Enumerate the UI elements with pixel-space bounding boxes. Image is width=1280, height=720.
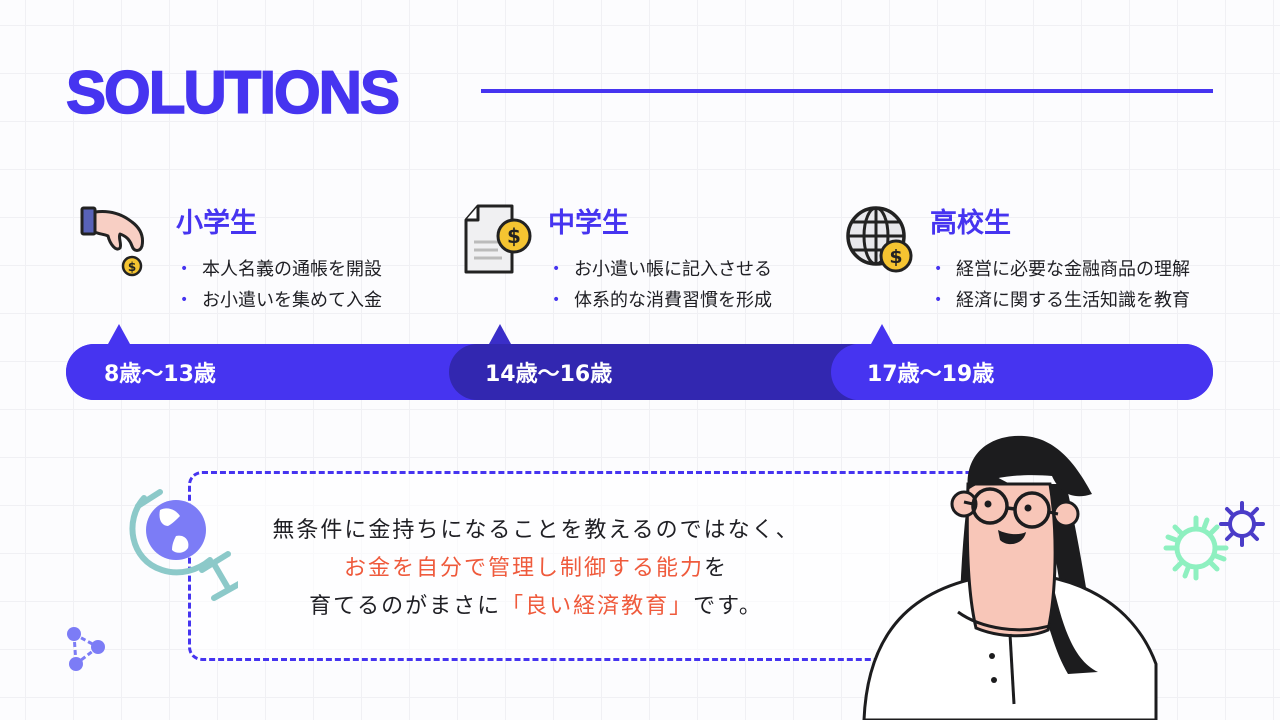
globe-with-coin-icon: $ [846, 206, 913, 273]
age-range-label: 14歳〜16歳 [485, 362, 613, 387]
timeline-pointer [489, 324, 511, 344]
quote-text: 無条件に金持ちになることを教えるのではなく、 お金を自分で管理し制御する能力を … [191, 512, 881, 626]
girl-with-glasses-illustration [862, 435, 1158, 720]
bullet-item: •お小遣いを集めて入金 [180, 285, 382, 316]
stage-title: 中学生 [548, 208, 629, 239]
svg-text:$: $ [128, 260, 136, 274]
stage-high-school: $ 高校生 •経営に必要な金融商品の理解 •経済に関する生活知識を教育 [844, 204, 1204, 314]
timeline-segment-junior-high: 14歳〜16歳 [449, 324, 879, 400]
stage-title: 高校生 [930, 208, 1011, 239]
age-range-label: 17歳〜19歳 [867, 362, 995, 387]
timeline-pointer [871, 324, 893, 344]
quote-highlight: 「良い経済教育」 [501, 594, 694, 619]
title-divider [481, 89, 1213, 93]
bullet-item: •本人名義の通帳を開設 [180, 254, 382, 285]
quote-line-1: 無条件に金持ちになることを教えるのではなく、 [272, 518, 800, 543]
hand-dropping-coin-icon: $ [80, 206, 144, 277]
gears-icon [1163, 501, 1265, 581]
timeline-segment-high-school: 17歳〜19歳 [831, 324, 1213, 400]
stage-title: 小学生 [176, 208, 257, 239]
bullet-dot: • [552, 292, 561, 308]
stage-elementary: $ 小学生 •本人名義の通帳を開設 •お小遣いを集めて入金 [80, 204, 440, 314]
bullet-item: •経済に関する生活知識を教育 [934, 285, 1190, 316]
stage-bullet-list: •お小遣い帳に記入させる •体系的な消費習慣を形成 [552, 254, 772, 316]
svg-text:$: $ [889, 246, 902, 268]
bullet-dot: • [552, 261, 561, 277]
age-range-label: 8歳〜13歳 [104, 362, 216, 387]
page-title: SOLUTIONS [65, 58, 401, 127]
stage-bullet-list: •経営に必要な金融商品の理解 •経済に関する生活知識を教育 [934, 254, 1190, 316]
age-timeline: 8歳〜13歳 14歳〜16歳 17歳〜19歳 [66, 324, 1213, 400]
quote-highlight: お金を自分で管理し制御する能力 [343, 556, 704, 581]
stage-bullet-list: •本人名義の通帳を開設 •お小遣いを集めて入金 [180, 254, 382, 316]
quote-box: 無条件に金持ちになることを教えるのではなく、 お金を自分で管理し制御する能力を … [188, 471, 988, 661]
desk-globe-icon [129, 489, 238, 601]
document-with-coin-icon: $ [464, 204, 532, 274]
bullet-dot: • [934, 261, 943, 277]
timeline-segment-elementary: 8歳〜13歳 [66, 324, 496, 400]
bullet-dot: • [180, 292, 189, 308]
bullet-item: •体系的な消費習慣を形成 [552, 285, 772, 316]
bullet-item: •お小遣い帳に記入させる [552, 254, 772, 285]
timeline-pointer [108, 324, 130, 344]
molecule-icon [67, 627, 105, 671]
bullet-dot: • [180, 261, 189, 277]
svg-text:$: $ [507, 224, 521, 248]
bullet-dot: • [934, 292, 943, 308]
quote-line-2: お金を自分で管理し制御する能力を [343, 556, 729, 581]
bullet-item: •経営に必要な金融商品の理解 [934, 254, 1190, 285]
stage-junior-high: $ 中学生 •お小遣い帳に記入させる •体系的な消費習慣を形成 [462, 204, 822, 314]
quote-line-3: 育てるのがまさに「良い経済教育」です。 [309, 594, 763, 619]
